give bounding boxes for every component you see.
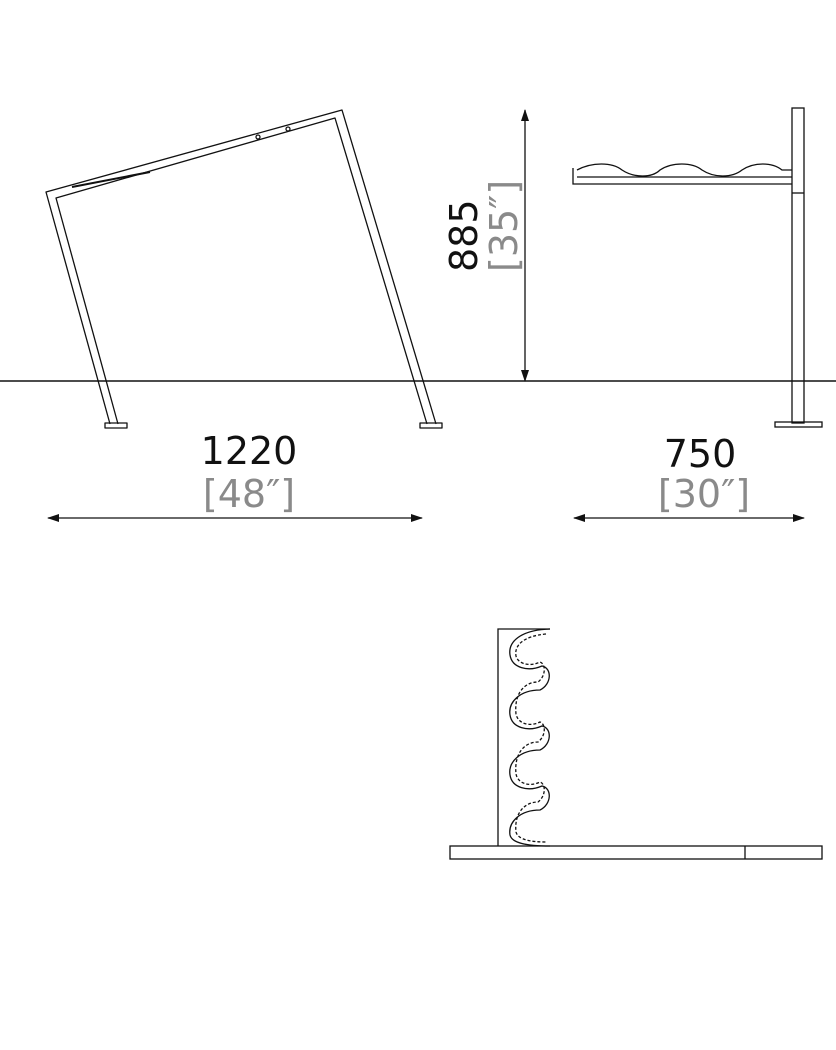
holder-back-plate <box>497 628 550 846</box>
height-inch-label: [35″] <box>482 180 526 272</box>
base-plate-left <box>104 422 128 429</box>
top-view <box>449 628 823 860</box>
width-inch-label: [48″] <box>203 472 295 516</box>
side-arm <box>572 168 792 185</box>
frame-top-line <box>71 171 151 188</box>
frame-bolt <box>285 126 291 132</box>
arm-wave-profile <box>576 163 792 177</box>
base-plate-right <box>419 422 443 429</box>
depth-mm-label: 750 <box>664 432 737 476</box>
holder-wave-inner <box>515 633 547 843</box>
depth-inch-label: [30″] <box>658 472 750 516</box>
frame-inner <box>55 117 428 425</box>
top-base-plate <box>449 845 823 860</box>
front-view <box>45 109 443 429</box>
side-post <box>791 107 805 424</box>
side-base-plate <box>774 421 823 428</box>
frame-bolt <box>255 134 261 140</box>
frame-outer <box>45 109 437 425</box>
side-view <box>572 107 823 428</box>
width-mm-label: 1220 <box>201 429 298 473</box>
height-mm-label: 885 <box>442 199 486 272</box>
holder-wave-outer <box>509 628 551 847</box>
